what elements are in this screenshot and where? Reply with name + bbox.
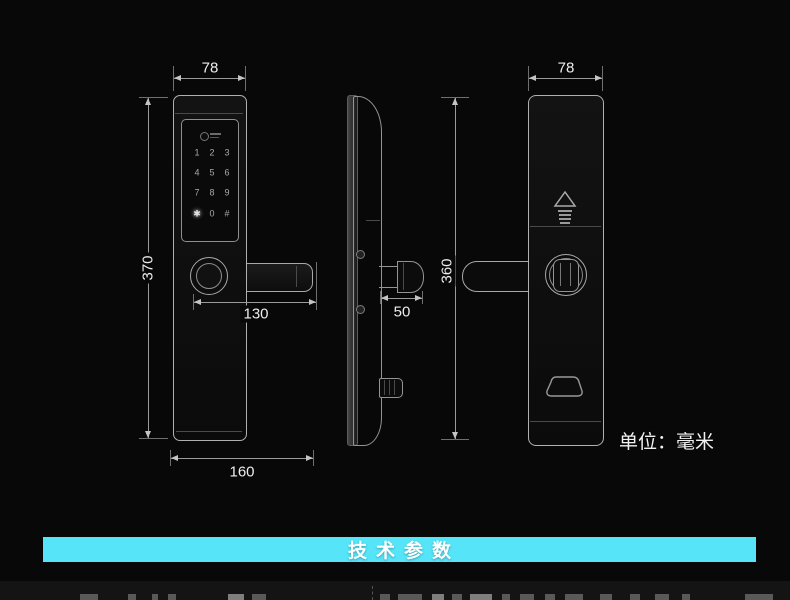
unit-note: 单位：毫米	[619, 432, 715, 453]
cutoff-text-fragment	[630, 594, 640, 600]
keypad-key-3: 3	[224, 147, 230, 158]
cutoff-text-fragment	[470, 594, 492, 600]
front-handle-label: 130	[240, 305, 272, 323]
keypad-key-1: 1	[194, 147, 200, 158]
back-upper-seam	[530, 226, 601, 227]
side-height-label: 360	[438, 255, 456, 287]
cutoff-text-fragment	[745, 594, 773, 600]
cutoff-text-fragment	[152, 594, 158, 600]
cutoff-text-fragment	[452, 594, 462, 600]
cutoff-text-fragment	[502, 594, 510, 600]
keypad-key-4: 4	[194, 167, 200, 178]
keypad-key-9: 9	[224, 187, 230, 198]
cutoff-text-fragment	[80, 594, 98, 600]
back-hub-slot	[560, 263, 561, 286]
keypad-key-star: ✱	[193, 208, 201, 219]
front-bottom-seam	[176, 431, 242, 432]
front-bezel-seam	[175, 113, 243, 114]
cutoff-table-divider	[372, 586, 373, 600]
front-overall-width-label: 160	[226, 463, 258, 481]
cutoff-text-fragment	[168, 594, 176, 600]
cutoff-text-fragment	[520, 594, 534, 600]
eject-arrow-icon	[553, 191, 577, 224]
section-banner: 技术参数	[43, 537, 756, 562]
keypad-key-6: 6	[224, 167, 230, 178]
screw-icon	[356, 250, 365, 259]
section-banner-title: 技术参数	[347, 541, 460, 562]
keypad-key-hash: #	[224, 208, 230, 219]
back-hub-slot	[570, 263, 571, 286]
screw-icon	[356, 305, 365, 314]
back-width-label: 78	[554, 59, 578, 77]
back-lower-seam	[530, 421, 601, 422]
cutoff-text-fragment	[228, 594, 244, 600]
cutoff-text-fragment	[398, 594, 422, 600]
side-depth-label: 50	[390, 303, 414, 321]
cutoff-text-fragment	[565, 594, 583, 600]
cutoff-table-strip	[0, 581, 790, 600]
front-height-label: 370	[139, 252, 157, 284]
pull-tab-recess	[546, 376, 583, 397]
keypad-key-5: 5	[209, 167, 215, 178]
keypad-key-2: 2	[209, 147, 215, 158]
keypad-key-8: 8	[209, 187, 215, 198]
keypad-key-7: 7	[194, 187, 200, 198]
cutoff-text-fragment	[252, 594, 266, 600]
back-hub-plate	[553, 259, 579, 292]
front-width-label: 78	[198, 59, 222, 77]
front-keypad-panel	[181, 119, 239, 242]
cutoff-text-fragment	[432, 594, 444, 600]
cutoff-text-fragment	[128, 594, 136, 600]
cutoff-text-fragment	[600, 594, 612, 600]
side-body-strip	[347, 95, 358, 446]
side-panel-notch	[366, 220, 380, 221]
cutoff-text-fragment	[545, 594, 555, 600]
cutoff-text-fragment	[655, 594, 669, 600]
back-body	[528, 95, 604, 446]
side-panel-profile	[353, 96, 382, 446]
cutoff-text-fragment	[380, 594, 390, 600]
cutoff-text-fragment	[682, 594, 690, 600]
keypad-key-0: 0	[209, 208, 215, 219]
front-handle-bevel-line	[296, 266, 297, 287]
front-handle-hub-inner	[196, 263, 222, 289]
